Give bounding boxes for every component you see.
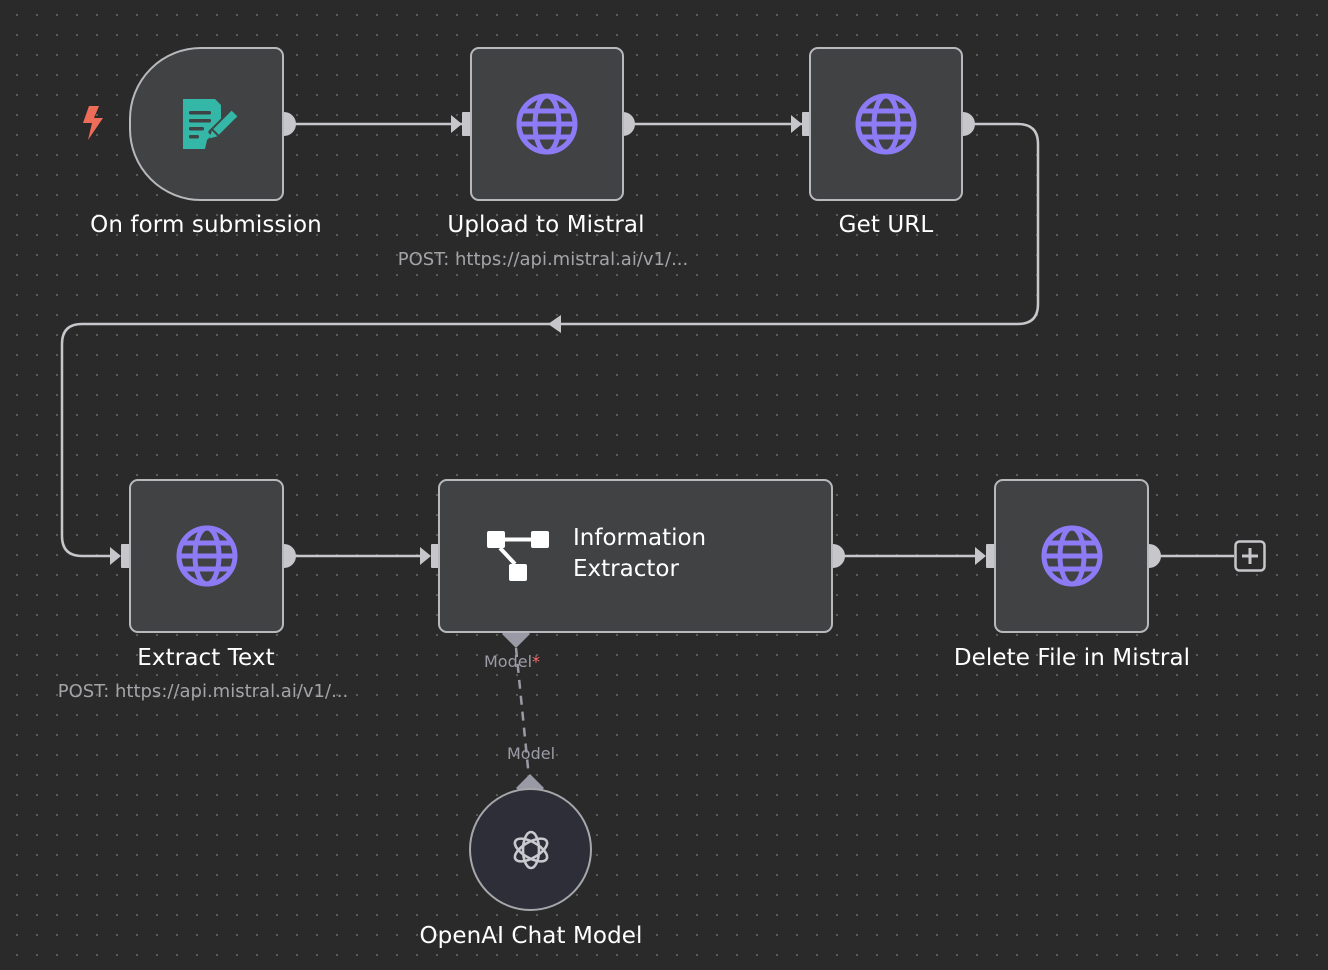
globe-icon [1041,525,1102,587]
node-title-line: Extractor [573,556,679,582]
node-label: On form submission [90,212,322,238]
globe-icon [516,93,578,155]
arrow-head [420,547,431,565]
node-subtitle: POST: https://api.mistral.ai/v1/... [57,681,349,702]
node-subtitle: POST: https://api.mistral.ai/v1/... [397,249,689,270]
arrow-head [451,115,462,133]
openai-logo-icon [513,830,548,869]
node-label: Get URL [838,212,934,238]
tree-structure-icon [487,531,549,581]
add-node-button[interactable] [1234,540,1266,572]
node-label: Delete File in Mistral [953,645,1191,671]
arrow-head [110,547,121,565]
trigger-lightning-icon [83,106,103,140]
arrow-head [791,115,802,133]
model-output-port-label: Model [506,744,556,763]
arrow-head [975,547,986,565]
arrow-head [548,315,561,333]
node-information-extractor[interactable]: Information Extractor [438,479,833,633]
required-asterisk: * [532,652,541,671]
form-document-edit-icon [182,99,237,149]
node-openai-chat-model[interactable] [469,788,592,911]
node-upload-to-mistral[interactable] [470,47,624,201]
model-port-label: Model* [472,652,552,671]
globe-icon [176,525,237,587]
node-label: OpenAI Chat Model [419,923,643,949]
node-extract-text[interactable] [129,479,284,633]
node-title: Information Extractor [573,523,706,585]
node-on-form-submission[interactable] [129,47,284,201]
node-get-url[interactable] [809,47,963,201]
node-delete-file-in-mistral[interactable] [994,479,1149,633]
node-label: Extract Text [137,645,275,671]
globe-icon [855,93,917,155]
port-label-text: Model [483,652,533,671]
node-label: Upload to Mistral [447,212,645,238]
node-title-line: Information [573,525,707,551]
